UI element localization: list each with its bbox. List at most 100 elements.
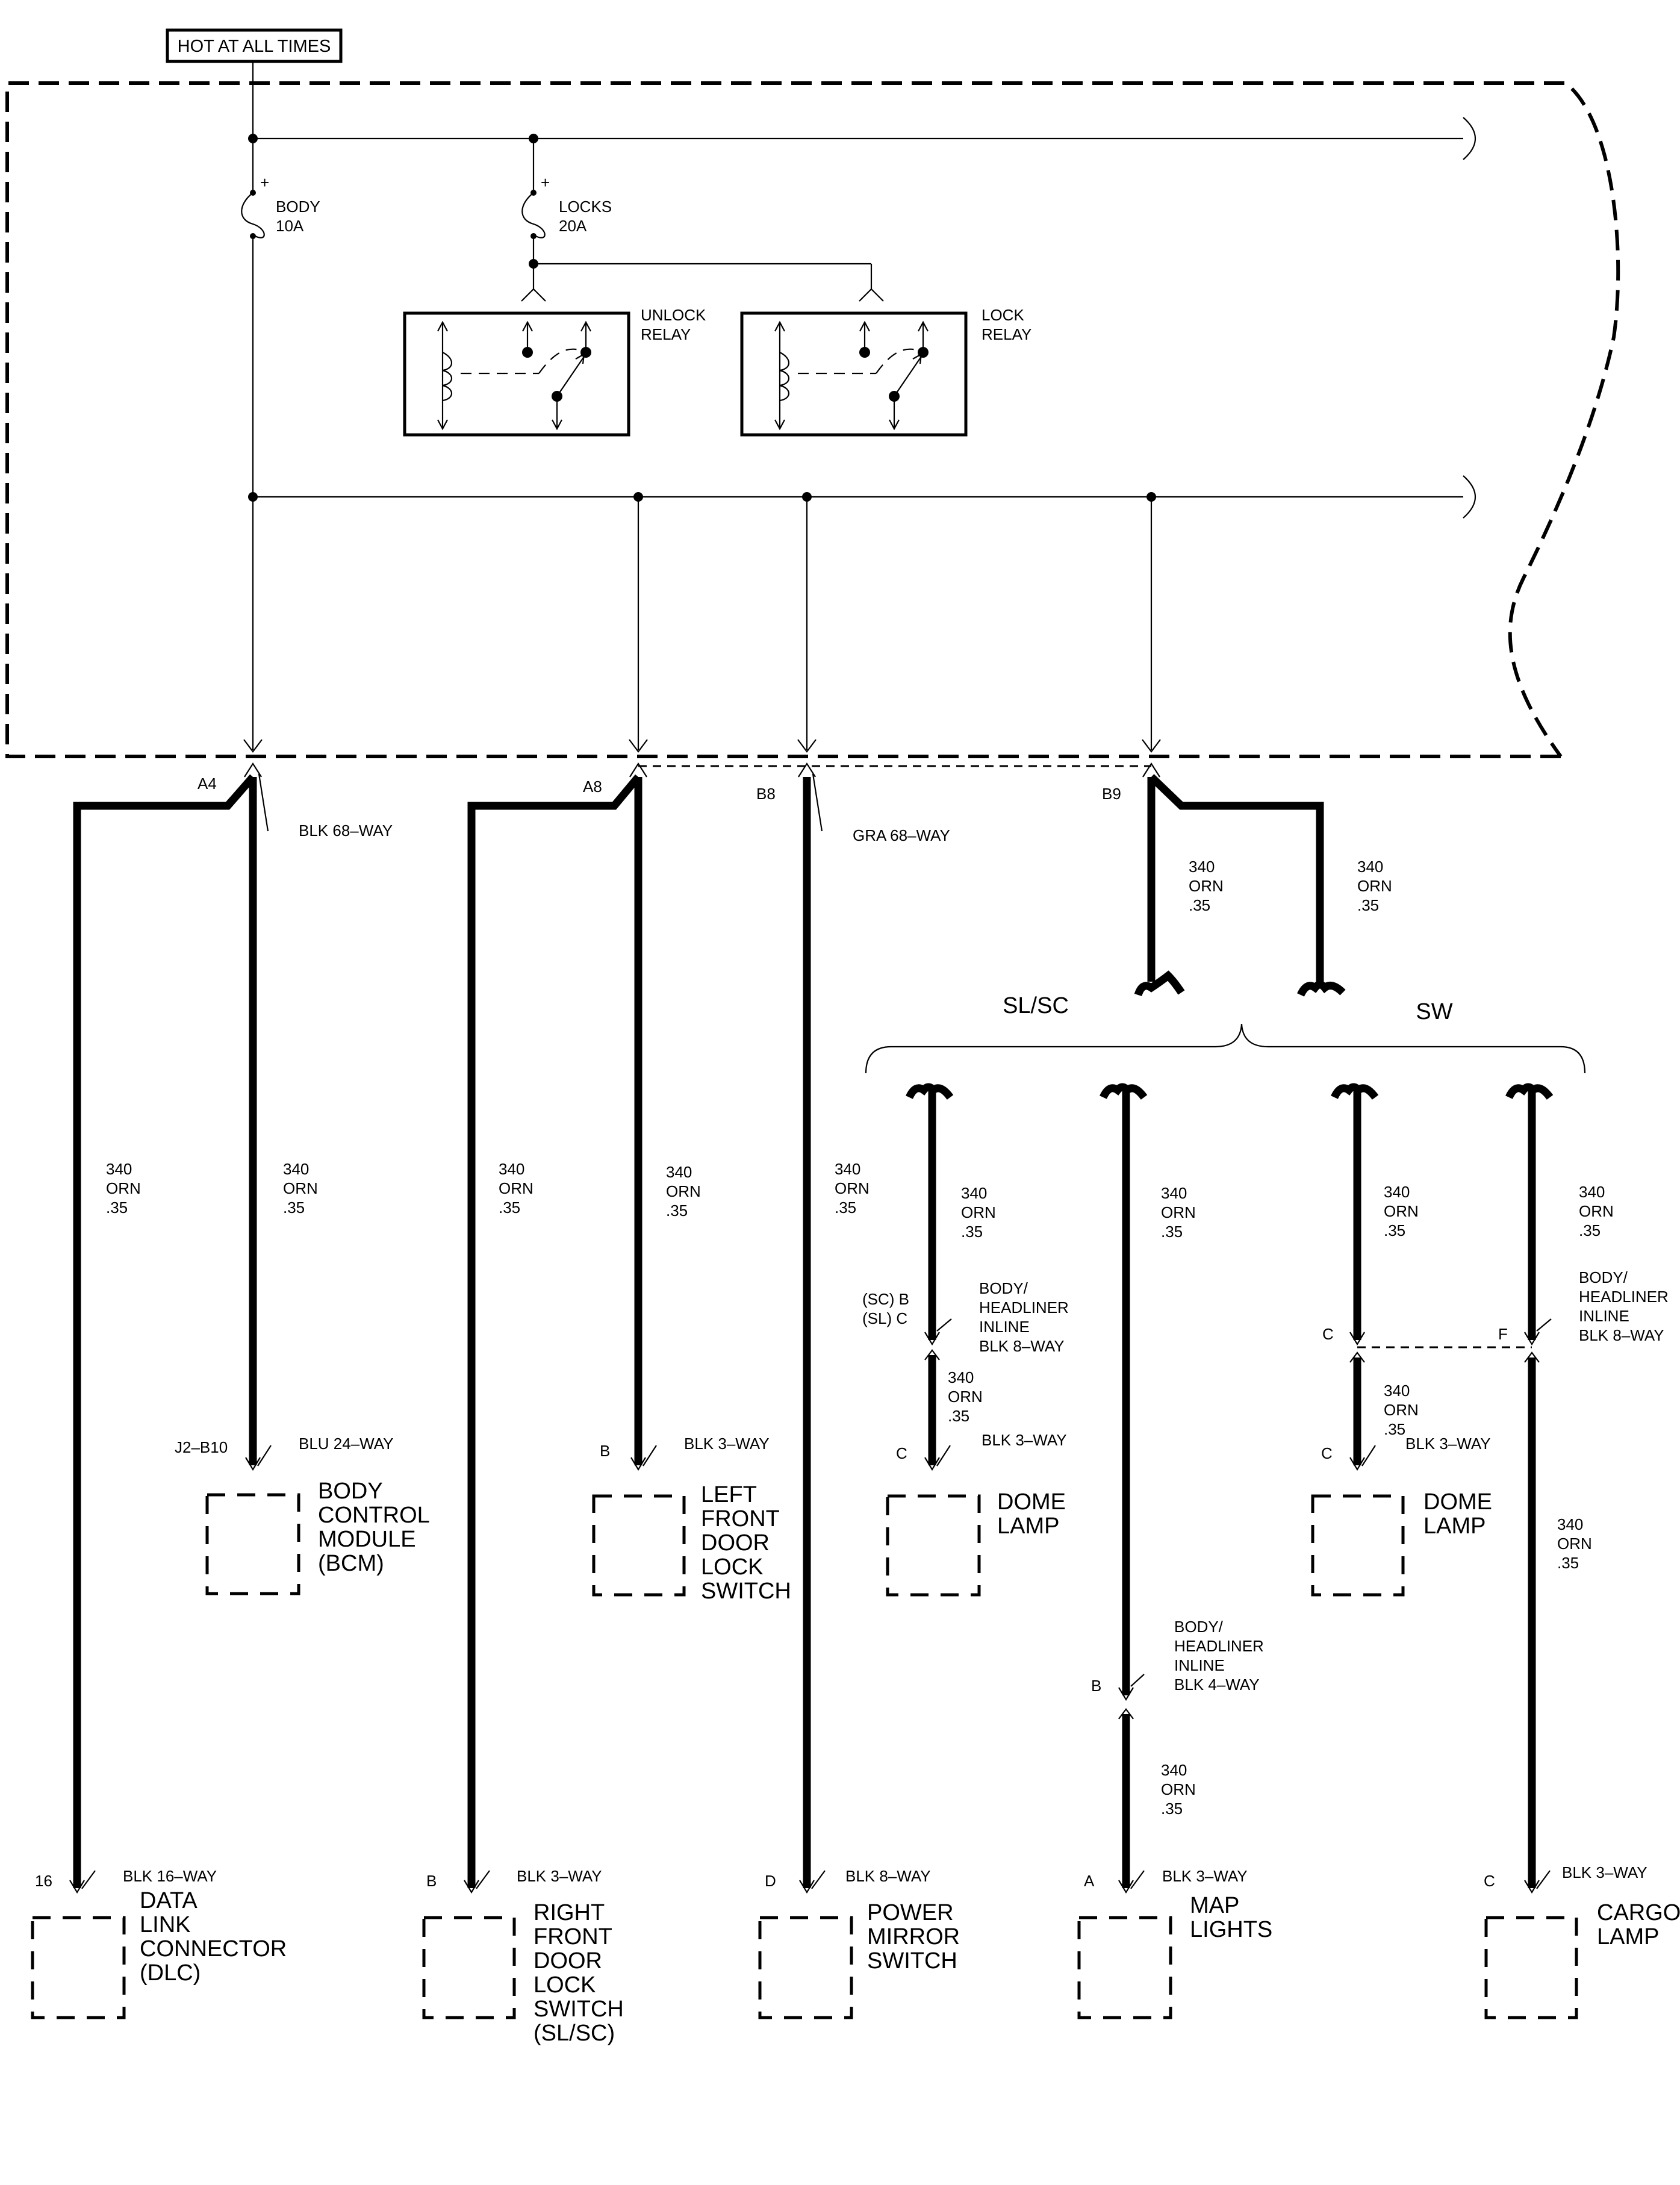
dome-lamp-slsc-box <box>886 1494 981 1597</box>
unlock-relay <box>403 311 630 437</box>
body-fuse-rating: 10A <box>276 217 304 235</box>
dome-lamp-label: DOME <box>997 1489 1066 1515</box>
wire-size: .35 <box>961 1223 983 1241</box>
locks-fuse-name: LOCKS <box>559 198 612 216</box>
lf-door-lock-switch-box <box>592 1494 686 1597</box>
pin-label-a-map: A <box>1084 1872 1095 1890</box>
pin-label-a8: A8 <box>583 778 602 796</box>
terminal-arrow <box>1524 1332 1540 1346</box>
wire-circuit: 340 <box>283 1160 309 1178</box>
connector-chevron <box>244 762 262 778</box>
wire-size: .35 <box>1189 896 1210 914</box>
lf-switch-label: LEFT <box>701 1482 757 1507</box>
connector-chevron <box>629 762 647 778</box>
inline-8way-label: HEADLINER <box>979 1298 1069 1317</box>
wire-circuit: 340 <box>1357 858 1383 876</box>
map-lights-box <box>1077 1916 1172 2019</box>
pin-label-c-dome2: C <box>1321 1444 1333 1462</box>
inline-4way-label: BODY/ <box>1174 1618 1224 1636</box>
mirror-switch-label: MIRROR <box>867 1924 960 1950</box>
power-mirror-switch-box <box>758 1916 853 2019</box>
pin-label-sc-b: (SC) B <box>862 1290 909 1308</box>
wire-circuit: 340 <box>1161 1761 1187 1779</box>
rf-switch-label: LOCK <box>534 1972 596 1998</box>
wire-color: ORN <box>835 1179 870 1197</box>
terminal-arrow <box>629 739 648 753</box>
locks-fuse-element <box>521 192 546 238</box>
inline-8way-label: BLK 8–WAY <box>1579 1326 1664 1344</box>
terminal-arrow <box>1118 1880 1134 1894</box>
option-sw-label: SW <box>1416 999 1452 1024</box>
wire-circuit: 340 <box>948 1368 974 1386</box>
connector-chevron <box>798 762 816 778</box>
mirror-switch-label: SWITCH <box>867 1948 957 1974</box>
pin-label-d-pm: D <box>765 1872 776 1890</box>
lf-switch-label: FRONT <box>701 1506 780 1532</box>
wire-color: ORN <box>666 1182 701 1200</box>
inline-8way-label: INLINE <box>979 1318 1030 1336</box>
terminal-arrow <box>245 1457 261 1471</box>
wire-color: ORN <box>1579 1202 1614 1220</box>
inline-8way-label: BODY/ <box>979 1279 1028 1297</box>
cargo-lamp-label: LAMP <box>1597 1924 1659 1950</box>
lock-relay-label: LOCK <box>982 306 1024 324</box>
wire-size: .35 <box>835 1198 856 1217</box>
option-slsc-label: SL/SC <box>1003 993 1069 1018</box>
connector-blk3: BLK 3–WAY <box>684 1435 770 1453</box>
fused-bus-break <box>1463 475 1476 519</box>
wire-color: ORN <box>106 1179 141 1197</box>
pin-label-b9: B9 <box>1102 785 1121 803</box>
dome-lamp-label: DOME <box>1423 1489 1492 1515</box>
body-fuse-name: BODY <box>276 198 320 216</box>
pin-label-sl-c: (SL) C <box>862 1309 907 1327</box>
connector-blk68: BLK 68–WAY <box>299 821 393 840</box>
wire-color: ORN <box>499 1179 534 1197</box>
pin-label-16: 16 <box>35 1872 52 1890</box>
wire-size: .35 <box>499 1198 520 1217</box>
wire-circuit: 340 <box>835 1160 860 1178</box>
dome-lamp-label: LAMP <box>997 1513 1059 1539</box>
map-lights-label: LIGHTS <box>1190 1917 1272 1942</box>
wire-a8-to-rf-switch <box>467 774 641 1888</box>
connector-blk8: BLK 8–WAY <box>845 1867 931 1885</box>
pin-label-a4: A4 <box>198 775 217 793</box>
lf-switch-label: DOOR <box>701 1530 770 1556</box>
unlock-relay-label: RELAY <box>641 325 691 343</box>
rf-switch-label: (SL/SC) <box>534 2021 615 2046</box>
unlock-relay-label: UNLOCK <box>641 306 706 324</box>
lf-switch-label: LOCK <box>701 1554 763 1580</box>
splice-dot <box>248 492 258 502</box>
rf-switch-label: FRONT <box>534 1924 612 1950</box>
wire-circuit: 340 <box>666 1163 692 1181</box>
connector-chevron <box>1349 1351 1365 1363</box>
wire-circuit: 340 <box>1384 1382 1410 1400</box>
inline-8way-label: HEADLINER <box>1579 1288 1669 1306</box>
wire-circuit: 340 <box>1557 1515 1583 1533</box>
bcm-label: MODULE <box>318 1527 416 1552</box>
wire-circuit: 340 <box>1189 858 1215 876</box>
wire-color: ORN <box>961 1203 996 1221</box>
relay-feed-connector <box>859 288 884 302</box>
wire-color: ORN <box>1384 1401 1419 1419</box>
inline-4way-label: BLK 4–WAY <box>1174 1675 1260 1694</box>
inline-4way-label: HEADLINER <box>1174 1637 1264 1655</box>
terminal-arrow <box>1524 1880 1540 1894</box>
dlc-component-box <box>31 1916 126 2019</box>
pin-label-b-lf: B <box>600 1442 610 1460</box>
wire-size: .35 <box>666 1202 688 1220</box>
terminal-arrow <box>1349 1332 1365 1346</box>
map-lights-label: MAP <box>1190 1893 1239 1918</box>
wire-continuation-hook <box>906 1083 954 1100</box>
pin-label-b8: B8 <box>756 785 776 803</box>
mirror-switch-label: POWER <box>867 1900 954 1925</box>
terminal-arrow <box>799 1880 815 1894</box>
wire-size: .35 <box>1557 1554 1579 1572</box>
wire-continuation-hook <box>1134 970 1185 997</box>
locks-fuse-rating: 20A <box>559 217 587 235</box>
wire-circuit: 340 <box>961 1184 987 1202</box>
hot-at-all-times-label: HOT AT ALL TIMES <box>178 37 331 56</box>
dlc-label: LINK <box>140 1912 190 1937</box>
terminal-arrow <box>69 1880 85 1894</box>
lock-relay <box>740 311 968 437</box>
bcm-label: BODY <box>318 1479 383 1504</box>
